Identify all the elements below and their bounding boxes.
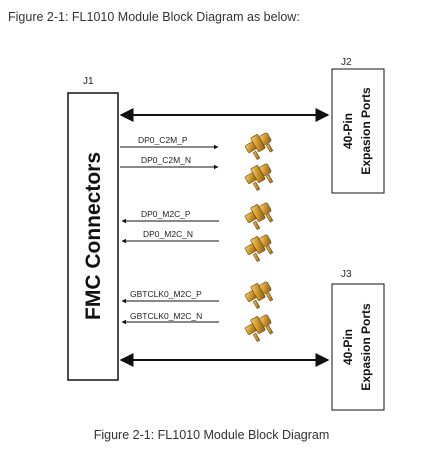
signal-label-1: DP0_C2M_P — [138, 135, 188, 145]
signal-row-1: DP0_C2M_P — [120, 135, 219, 150]
signal-label-2: DP0_C2M_N — [141, 155, 191, 165]
fmc-connector-label: FMC Connectors — [82, 152, 105, 320]
signal-label-6: GBTCLK0_M2C_N — [130, 311, 202, 321]
sma-connector-icon — [244, 163, 274, 192]
signal-label-3: DP0_M2C_P — [141, 209, 191, 219]
j2-ref-label: J2 — [341, 57, 352, 68]
figure-caption-top: Figure 2-1: FL1010 Module Block Diagram … — [8, 10, 300, 24]
signal-label-5: GBTCLK0_M2C_P — [130, 289, 202, 299]
signal-row-2: DP0_C2M_N — [120, 155, 219, 170]
j2-expansion-port-block — [331, 68, 385, 194]
fmc-connector-block — [67, 92, 119, 381]
signal-row-5: GBTCLK0_M2C_P — [121, 289, 219, 304]
sma-connector-icon — [244, 234, 274, 263]
j3-ref-label: J3 — [341, 269, 352, 280]
figure-caption-bottom: Figure 2-1: FL1010 Module Block Diagram — [93, 428, 330, 442]
fmc-ref-label: J1 — [83, 76, 94, 87]
j3-line2: Expasion Ports — [359, 303, 373, 391]
signal-label-4: DP0_M2C_N — [143, 229, 193, 239]
signal-row-3: DP0_M2C_P — [121, 209, 219, 224]
sma-connector-icon — [244, 281, 274, 310]
sma-connector-icon — [244, 314, 274, 343]
j2-line1: 40-Pin — [341, 113, 355, 149]
signal-row-6: GBTCLK0_M2C_N — [121, 311, 219, 325]
j3-line1: 40-Pin — [341, 329, 355, 365]
j3-expansion-port-block — [331, 283, 385, 411]
j2-line2: Expasion Ports — [359, 87, 373, 175]
signal-row-4: DP0_M2C_N — [121, 229, 219, 244]
sma-connector-icon — [244, 132, 274, 161]
sma-connector-icon — [244, 202, 274, 231]
